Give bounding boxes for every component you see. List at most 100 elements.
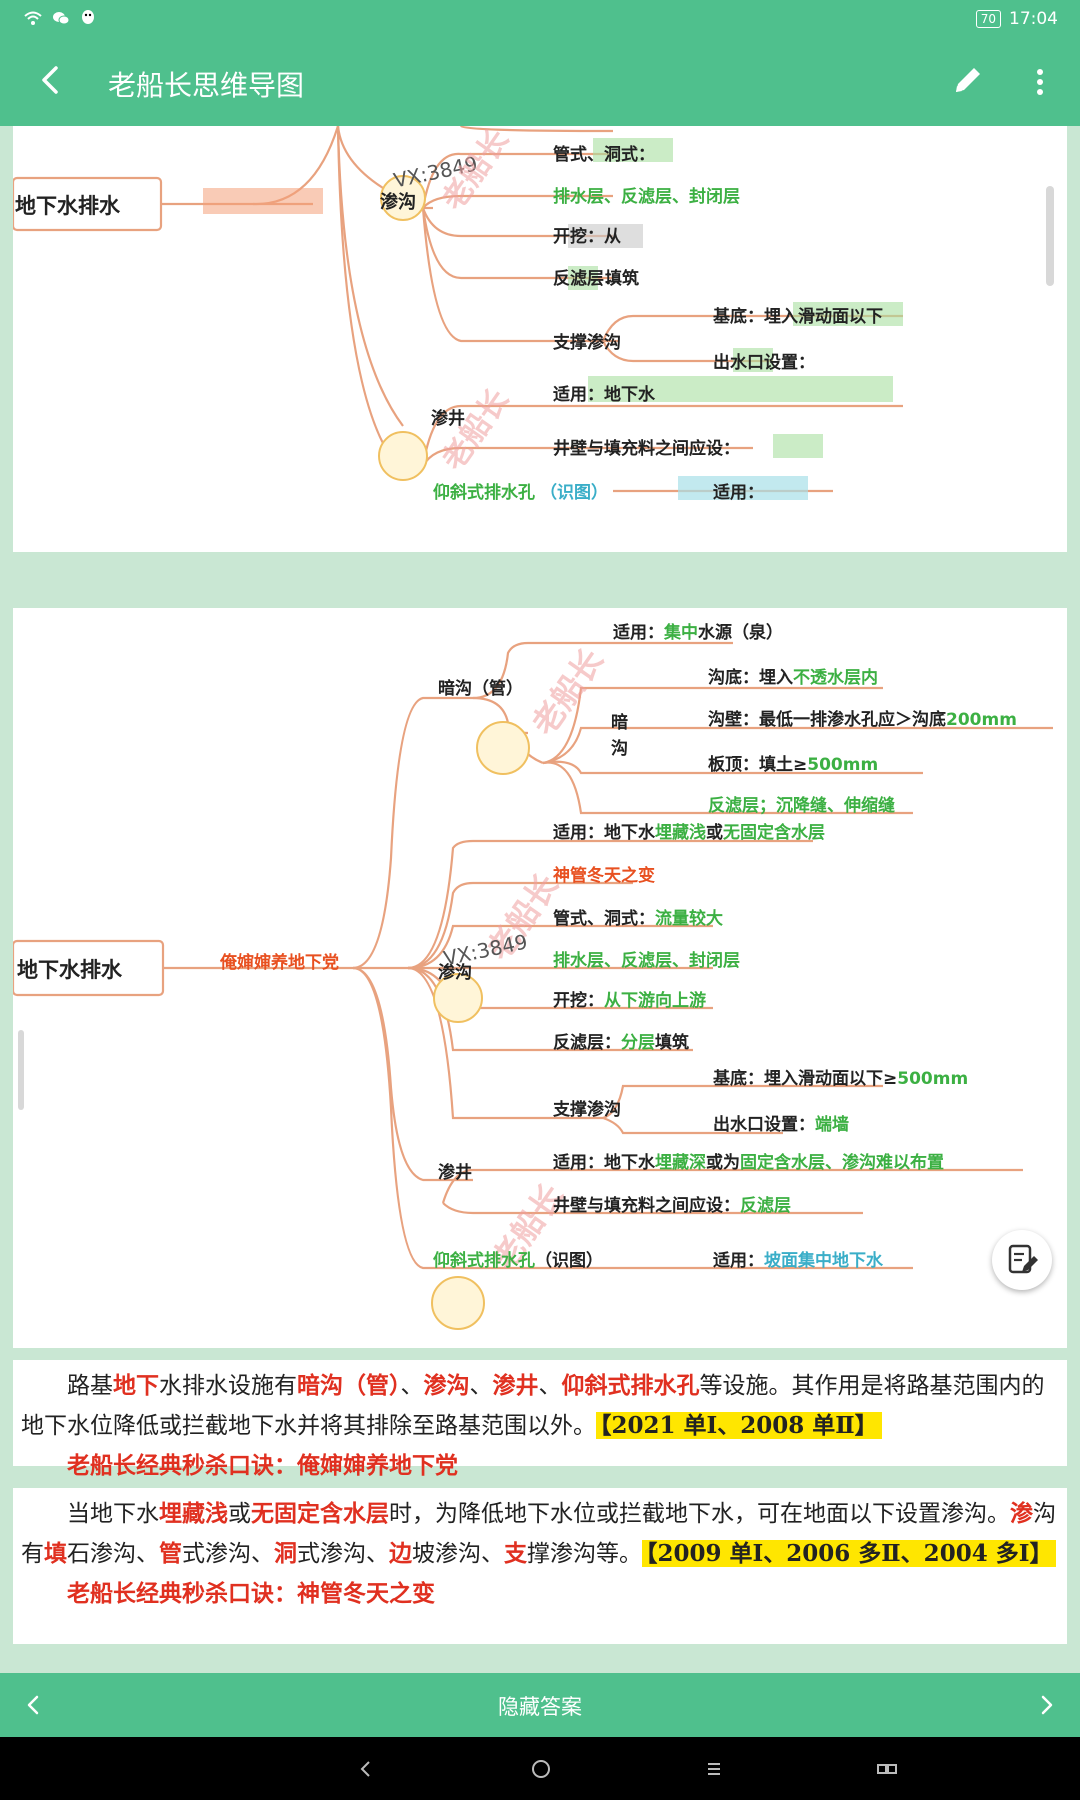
label: 适用：: [613, 623, 664, 643]
value: 坡面集中地下水: [764, 1251, 883, 1271]
txt: 时，为降低地下水位或拦截地下水，可在地面以下设置渗沟。: [389, 1501, 1010, 1527]
node-top-0: 管式、洞式：: [553, 145, 655, 165]
node-angou: 暗沟（管）: [438, 679, 523, 699]
txt: 撑渗沟等。: [527, 1541, 642, 1567]
label: 反滤层：: [553, 1033, 621, 1053]
back-arrow-icon[interactable]: [30, 58, 74, 102]
value-1: 埋藏浅: [655, 823, 706, 843]
txt-red: 渗: [1010, 1500, 1033, 1527]
status-icons: [24, 9, 96, 27]
watermark-medallions: [431, 721, 530, 1330]
node-top-12: （识图）: [540, 483, 608, 503]
txt-red: 暗沟（管）: [297, 1372, 401, 1399]
mindmap-top-shengou: 渗沟: [380, 192, 416, 213]
mindmap-root: 地下水排水: [17, 958, 122, 982]
label: 开挖：: [553, 991, 604, 1011]
node-shengou-filter: 反滤层：分层填筑: [553, 1028, 689, 1053]
paragraph: 当地下水埋藏浅或无固定含水层时，为降低地下水位或拦截地下水，可在地面以下设置渗沟…: [21, 1494, 1059, 1574]
label-or: 或: [706, 823, 723, 843]
value: 200mm: [946, 710, 1017, 730]
exam-reference: 【2009 单Ⅰ、2006 多Ⅱ、2004 多Ⅰ】: [642, 1540, 1057, 1567]
mnemonic-line: 老船长经典秒杀口诀：俺婶婶养地下党: [67, 1452, 458, 1479]
note-fab-button[interactable]: [992, 1230, 1052, 1290]
txt: 式渗沟、: [297, 1541, 389, 1567]
txt: 当地下水: [67, 1501, 159, 1527]
txt: 沟有: [21, 1501, 1056, 1567]
node-top-2: 开挖：从: [553, 227, 621, 247]
value-1: 从下游: [604, 991, 655, 1011]
label: 沟壁：最低一排渗水孔应＞沟底: [708, 710, 946, 730]
edge-drag-handle[interactable]: [18, 1030, 24, 1110]
node-top-4: 填筑: [605, 269, 639, 289]
nav-menu-icon[interactable]: [700, 1755, 728, 1783]
label: 基底：埋入滑动面以下≥: [713, 1069, 898, 1089]
pencil-icon[interactable]: [950, 62, 986, 98]
paragraph: 路基地下水排水设施有暗沟（管）、渗沟、渗井、仰斜式排水孔等设施。其作用是将路基范…: [21, 1366, 1059, 1446]
txt: 、: [538, 1373, 562, 1399]
qq-icon: [82, 10, 94, 24]
content-scroll[interactable]: 地下水排水 渗沟 VX:3849 老船长 老船长 管式、洞式： 排水层、反滤层、…: [0, 126, 1080, 1673]
label: 适用：地下水: [553, 1153, 655, 1173]
nav-recents-icon[interactable]: [873, 1755, 901, 1783]
nav-back-icon[interactable]: [352, 1755, 380, 1783]
node-shengou-base: 基底：埋入滑动面以下≥500mm: [713, 1064, 968, 1089]
status-bar: 70 17:04: [0, 0, 1080, 40]
txt-red: 渗井: [492, 1372, 539, 1399]
label: 适用：地下水: [553, 823, 655, 843]
scrollbar-thumb[interactable]: [1046, 186, 1054, 286]
node-angou-filter: 反滤层；沉降缝、伸缩缝: [708, 796, 895, 816]
label-mid: 或为: [706, 1153, 740, 1173]
explanation-block-2: 当地下水埋藏浅或无固定含水层时，为降低地下水位或拦截地下水，可在地面以下设置渗沟…: [13, 1488, 1067, 1644]
node-shenjing-wall: 井壁与填充料之间应设：反滤层: [553, 1191, 791, 1216]
label: 井壁与填充料之间应设：: [553, 1196, 740, 1216]
txt-red: 地下: [113, 1372, 159, 1399]
nav-home-icon[interactable]: [527, 1755, 555, 1783]
node-angou-bottom: 沟底：埋入不透水层内: [708, 663, 878, 688]
txt: 等设施。其作用是将路基范围内的地下水位降低或拦截地下水并将其排除至路基范围以外。: [21, 1373, 1045, 1439]
battery-indicator: 70: [975, 10, 1001, 28]
node-top-6: 基底：埋入滑动面以下: [713, 307, 883, 327]
chevron-right-icon[interactable]: [1030, 1689, 1062, 1721]
node-shengou: 渗沟: [438, 963, 472, 983]
node-top-13: 适用：: [713, 483, 764, 503]
label: 出水口设置：: [713, 1115, 815, 1135]
value: 流量较大: [655, 909, 723, 929]
node-top-10: 井壁与填充料之间应设：: [553, 439, 740, 459]
txt-red: 边: [389, 1540, 412, 1567]
txt-red: 埋藏浅: [159, 1500, 228, 1527]
txt-red: 管: [159, 1540, 182, 1567]
label: 管式、洞式：: [553, 909, 655, 929]
label: 板顶：填土≥: [708, 755, 808, 775]
node-yangxie: 仰斜式排水孔（识图）: [433, 1246, 603, 1271]
value: 不透水层内: [793, 668, 878, 688]
node-shengou-dig: 开挖：从下游向上游: [553, 986, 706, 1011]
value: 分层: [621, 1033, 655, 1053]
value-1: 埋藏深: [655, 1153, 706, 1173]
mindmap-top-panel: 地下水排水 渗沟 VX:3849 老船长 老船长 管式、洞式： 排水层、反滤层、…: [13, 126, 1067, 552]
txt-red: 无固定含水层: [251, 1500, 389, 1527]
node-shengou-apply: 适用：地下水埋藏浅或无固定含水层: [553, 818, 825, 843]
mindmap-mnemonic: 俺婶婶养地下党: [220, 953, 339, 973]
node-angou-top: 板顶：填土≥500mm: [708, 750, 878, 775]
node-top-7: 出水口设置：: [713, 353, 815, 373]
node-angou-wall: 沟壁：最低一排渗水孔应＞沟底200mm: [708, 705, 1017, 730]
chevron-left-icon[interactable]: [18, 1689, 50, 1721]
hide-answer-button[interactable]: 隐藏答案: [498, 1695, 582, 1719]
node-shengou-outlet: 出水口设置：端墙: [713, 1110, 849, 1135]
node-top-3: 反滤层：: [553, 269, 621, 289]
txt-red: 洞: [274, 1540, 297, 1567]
txt: 或: [228, 1501, 251, 1527]
explanation-block-1: 路基地下水排水设施有暗沟（管）、渗沟、渗井、仰斜式排水孔等设施。其作用是将路基范…: [13, 1360, 1067, 1479]
node-angou-apply: 适用：集中水源（泉）: [613, 618, 783, 643]
note-edit-icon: [1008, 1244, 1038, 1274]
label: 适用：: [713, 1251, 764, 1271]
node-top-11: 仰斜式排水孔: [433, 483, 535, 503]
label-suffix: 水源（泉）: [698, 623, 783, 643]
node-yangxie-apply: 适用：坡面集中地下水: [713, 1246, 883, 1271]
txt-red: 渗沟: [423, 1372, 470, 1399]
txt: 式渗沟、: [182, 1541, 274, 1567]
more-vert-icon[interactable]: [1024, 62, 1056, 102]
txt-red: 支: [504, 1540, 527, 1567]
txt-red: 填: [44, 1540, 67, 1567]
mindmap-main-lines: [13, 641, 1053, 1330]
